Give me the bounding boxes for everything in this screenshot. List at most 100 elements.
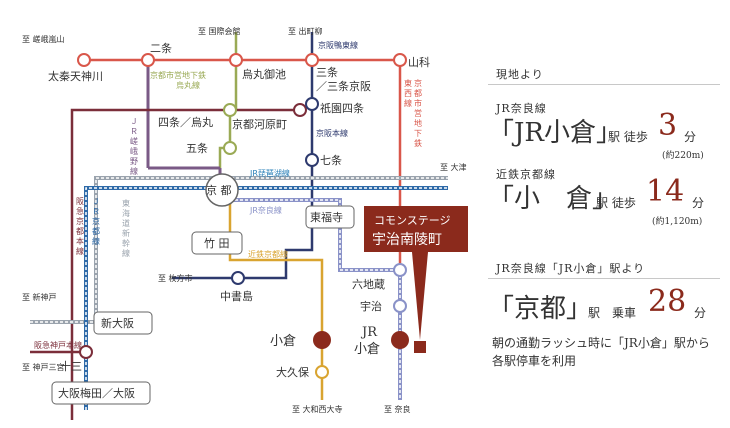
- svg-text:Ｒ: Ｒ: [92, 207, 100, 216]
- svg-text:地: 地: [414, 118, 422, 128]
- jr-kyoto-line-inner: [85, 187, 448, 410]
- station-umeda: 大阪梅田／大阪: [58, 386, 135, 400]
- svg-text:線: 線: [122, 248, 130, 258]
- station-kawaramachi: 京都河原町: [232, 117, 287, 131]
- route1-minutes: 3: [658, 108, 678, 143]
- station-nijo-dot: [141, 53, 155, 67]
- svg-text:線: 線: [76, 246, 84, 256]
- dir-shin-kobe: 至 新神戸: [22, 292, 57, 302]
- station-gion-dot: [305, 97, 319, 111]
- label-hankyu-kobe: 阪急神戸本線: [34, 340, 82, 350]
- station-uji-dot: [393, 299, 407, 313]
- label-keihan-otou: 京阪鴨東線: [318, 40, 358, 50]
- station-sanjo: 三条: [316, 65, 338, 79]
- dir-hirakata: 至 枚方市: [158, 273, 193, 283]
- divider-2: [488, 278, 720, 279]
- station-uji: 宇治: [360, 299, 382, 313]
- dir-sagano: 至 嵯峨嵐山: [22, 34, 65, 44]
- label-karasuma-2: 烏丸線: [176, 80, 200, 90]
- station-takeda-box: [191, 231, 243, 255]
- divider-1: [488, 84, 720, 85]
- property-name-1: コモンステージ: [374, 214, 451, 227]
- note-line-2: 各駅停車を利用: [492, 354, 577, 368]
- dir-demachi: 至 出町柳: [288, 26, 323, 36]
- svg-text:鉄: 鉄: [414, 138, 422, 148]
- svg-text:西: 西: [404, 89, 412, 98]
- svg-text:下: 下: [414, 129, 422, 138]
- jr-nara-line-inner: [220, 199, 401, 400]
- station-ogura-dot: [313, 331, 331, 349]
- station-kyoto-dot: [205, 173, 239, 207]
- svg-text:都: 都: [92, 227, 100, 236]
- label-jr-biwako: JR琵琶湖線: [249, 168, 290, 178]
- heading-from-jr-ogura: JR奈良線「JR小倉」駅より: [496, 262, 646, 275]
- svg-text:峨: 峨: [130, 146, 138, 156]
- label-karasuma: 京都市営地下鉄: [150, 70, 206, 80]
- svg-text:新: 新: [122, 228, 130, 238]
- route3-unit: 分: [694, 306, 707, 320]
- svg-text:東: 東: [404, 78, 412, 88]
- property-pointer: [412, 252, 428, 340]
- svg-text:阪: 阪: [76, 197, 84, 206]
- note-line-1: 朝の通勤ラッシュ時に「JR小倉」駅から: [492, 336, 710, 350]
- station-jr-ogura-2: 小倉: [354, 342, 380, 357]
- station-shichijo-dot: [305, 153, 319, 167]
- station-jr-ogura-1: JR: [360, 325, 378, 340]
- dir-nara: 至 奈良: [384, 404, 411, 414]
- shinkansen-line-inner: [30, 177, 448, 323]
- svg-text:Ｒ: Ｒ: [130, 127, 138, 136]
- station-kawaramachi-dot: [293, 103, 307, 117]
- station-okubo: 大久保: [276, 365, 309, 379]
- svg-text:海: 海: [122, 208, 130, 218]
- svg-text:線: 線: [130, 166, 138, 176]
- svg-text:京: 京: [92, 216, 100, 226]
- dir-kobe-sannomiya: 至 神戸三宮: [22, 362, 65, 372]
- label-keihan-main: 京阪本線: [316, 128, 348, 138]
- station-karasuma-oike: 烏丸御池: [242, 67, 286, 81]
- station-umeda-box: [51, 381, 151, 405]
- station-shijo-karasuma: 四条／烏丸: [158, 115, 213, 129]
- station-nijo: 二条: [150, 41, 172, 55]
- route3-minutes: 28: [648, 284, 687, 319]
- property-label-box: [364, 206, 468, 252]
- svg-text:本: 本: [76, 236, 84, 246]
- route2-line: 近鉄京都線: [496, 168, 556, 181]
- svg-text:京: 京: [76, 216, 84, 226]
- svg-text:都: 都: [414, 89, 422, 98]
- station-uzumasa: 太秦天神川: [48, 69, 103, 83]
- station-chushojima: 中書島: [220, 289, 253, 303]
- route2-distance: (約1,120m): [652, 217, 703, 227]
- property-square-icon: [414, 341, 426, 353]
- svg-text:野: 野: [130, 157, 138, 166]
- station-kyoto: 京 都: [206, 183, 232, 197]
- svg-text:東: 東: [122, 198, 130, 208]
- station-ogura: 小倉: [270, 334, 296, 349]
- station-gojo-dot: [223, 141, 237, 155]
- station-takeda: 竹 田: [204, 236, 230, 250]
- svg-text:線: 線: [92, 236, 100, 246]
- svg-text:Ｊ: Ｊ: [130, 117, 138, 126]
- station-shin-osaka: 新大阪: [101, 316, 134, 330]
- station-juso-dot: [79, 345, 93, 359]
- route2-mode: 駅 徒歩: [596, 196, 636, 210]
- station-shichijo: 七条: [320, 153, 342, 167]
- station-rokujizo: 六地蔵: [352, 278, 385, 291]
- access-panel: 現地より JR奈良線 「JR小倉」 駅 徒歩 3 分 (約220m) 近鉄京都線…: [488, 0, 730, 428]
- route2-unit: 分: [692, 196, 705, 210]
- station-yamashina: 山科: [408, 55, 430, 69]
- station-karasuma-oike-dot: [229, 53, 243, 67]
- route1-station: 「JR小倉」: [488, 118, 622, 148]
- route2-station: 「小 倉」: [488, 184, 619, 214]
- svg-text:京: 京: [414, 78, 422, 88]
- property-name-2: 宇治南陵町: [372, 232, 442, 248]
- station-jr-ogura-dot: [391, 331, 409, 349]
- station-gion-shijo: 祇園四条: [320, 101, 364, 115]
- svg-text:幹: 幹: [122, 238, 130, 248]
- svg-text:市: 市: [414, 98, 422, 108]
- route1-unit: 分: [684, 130, 697, 144]
- svg-text:道: 道: [122, 218, 130, 228]
- svg-text:都: 都: [76, 227, 84, 236]
